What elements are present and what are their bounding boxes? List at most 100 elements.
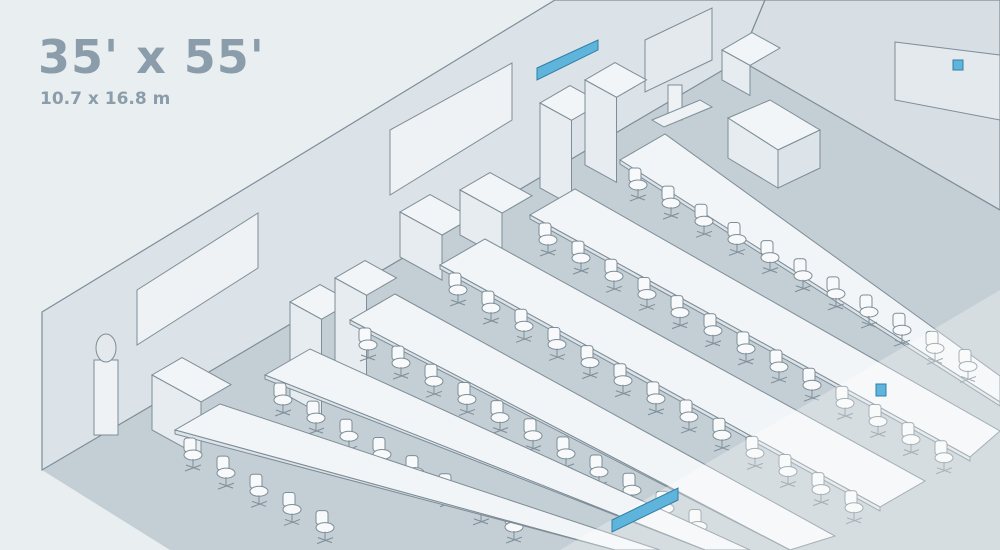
chair-base	[548, 348, 566, 361]
chair-seat	[727, 233, 747, 245]
chair-base	[572, 262, 590, 275]
chair-base	[779, 475, 797, 488]
chair	[760, 240, 780, 275]
chair	[538, 222, 558, 257]
chair-seat	[694, 215, 714, 227]
chair	[183, 437, 203, 472]
chair-seat	[670, 307, 690, 319]
chair	[892, 312, 912, 347]
chair-seat	[358, 339, 378, 351]
chair	[490, 400, 510, 435]
chair	[613, 363, 633, 398]
whiteboard-left	[136, 212, 259, 346]
chair-base	[812, 493, 830, 507]
cabinet-front	[539, 102, 572, 207]
chair-seat	[628, 179, 648, 191]
cabinet-front	[399, 211, 443, 281]
chair	[727, 221, 747, 256]
chair-seat	[661, 197, 681, 209]
chair	[844, 490, 864, 525]
chair-seat	[679, 411, 699, 423]
table-row	[438, 238, 927, 525]
chair-seat	[481, 302, 501, 314]
chair-base	[893, 334, 911, 347]
display-panel	[644, 7, 713, 93]
chair	[589, 454, 609, 489]
chair-base	[449, 294, 467, 307]
chair-seat	[547, 338, 567, 350]
chair	[802, 367, 822, 402]
chair-seat	[712, 429, 732, 441]
chair-base	[803, 389, 821, 402]
chair-seat	[538, 234, 558, 246]
chair-base	[959, 370, 977, 383]
chair-base	[671, 316, 689, 330]
chair-base	[902, 443, 920, 457]
chair-base	[860, 316, 878, 329]
chair-base	[680, 421, 698, 434]
chair-base	[746, 457, 764, 470]
chair	[703, 313, 723, 348]
chair	[637, 276, 657, 311]
chair	[745, 435, 765, 470]
chair	[901, 422, 921, 457]
chair-seat	[793, 270, 813, 282]
chair	[571, 240, 591, 275]
chair	[736, 331, 756, 366]
camera-icon	[875, 383, 887, 397]
cabinet-front	[721, 49, 751, 97]
chair	[315, 510, 335, 545]
chair-base	[605, 280, 623, 293]
room-dimensions-metric: 10.7 x 16.8 m	[40, 89, 171, 109]
chair-seat	[282, 503, 302, 515]
chair	[628, 167, 648, 202]
chair-base	[845, 511, 863, 525]
chair-seat	[556, 448, 576, 460]
chair-seat	[514, 320, 534, 332]
chair	[646, 381, 666, 416]
chair	[769, 349, 789, 384]
camera-icon	[952, 59, 964, 71]
chair-seat	[448, 284, 468, 296]
chair-base	[728, 243, 746, 256]
table-row	[348, 293, 837, 550]
chair-seat	[859, 306, 879, 318]
chair	[604, 258, 624, 293]
chair-base	[307, 422, 325, 435]
chair	[424, 363, 444, 398]
chair-seat	[523, 430, 543, 442]
chair-base	[695, 225, 713, 238]
chair-base	[184, 459, 202, 472]
chair-base	[515, 330, 533, 343]
chair-seat	[589, 466, 609, 478]
chair-seat	[391, 357, 411, 369]
chair	[391, 345, 411, 380]
chair-seat	[424, 375, 444, 387]
chair-seat	[736, 343, 756, 355]
table-row	[173, 403, 661, 550]
chair	[679, 399, 699, 434]
chair	[712, 417, 732, 452]
chair-base	[935, 461, 953, 475]
chair	[868, 404, 888, 438]
chair-base	[392, 367, 410, 380]
chair-base	[770, 371, 788, 384]
chair	[481, 290, 501, 325]
chair-base	[662, 207, 680, 220]
chair-seat	[613, 375, 633, 387]
chair-base	[250, 495, 268, 508]
chair-base	[869, 425, 887, 438]
chair	[523, 418, 543, 453]
chair-base	[614, 384, 632, 398]
chair-base	[926, 352, 944, 365]
chair	[358, 327, 378, 362]
display-screen	[644, 7, 714, 128]
table-edge	[619, 159, 1000, 407]
cooler-bottle	[95, 333, 117, 363]
chair-base	[505, 531, 523, 544]
chair-seat	[646, 393, 666, 405]
chair-base	[629, 189, 647, 202]
chair	[778, 454, 798, 488]
chair-seat	[892, 324, 912, 336]
